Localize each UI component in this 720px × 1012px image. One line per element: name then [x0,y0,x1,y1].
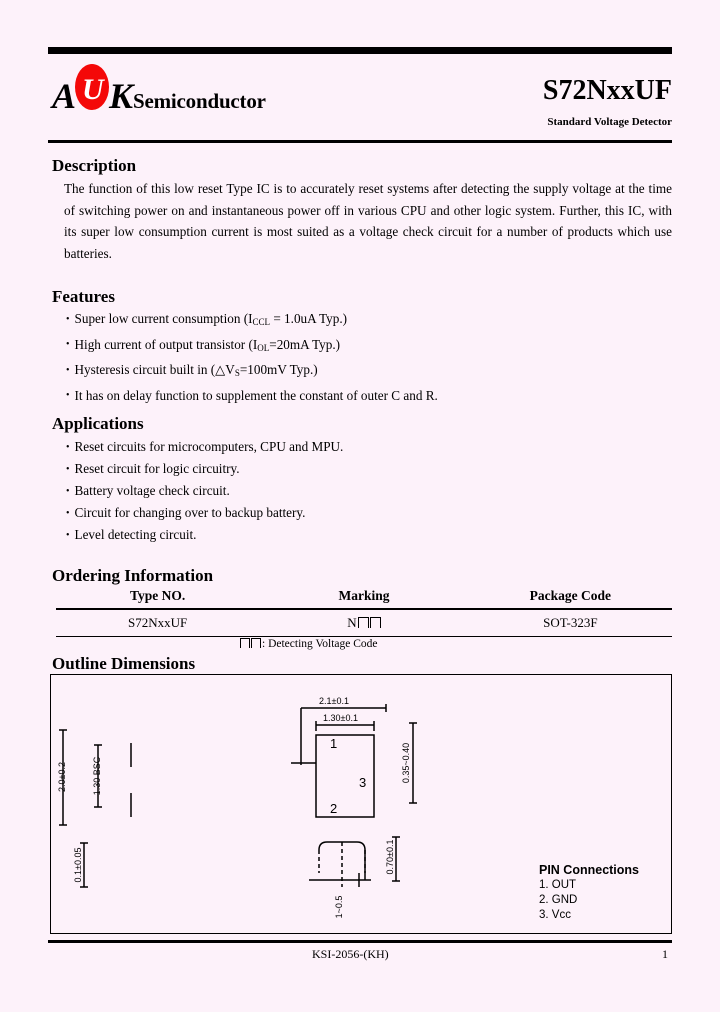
list-item: High current of output transistor (IOL=2… [66,334,438,360]
feature-text-post: =20mA Typ.) [269,336,341,352]
note-box-1 [240,638,250,648]
outline-dimensions-frame: 1 2 3 2.1±0.1 1.30±0.1 2.0±0.2 1.30 BSC … [50,674,672,934]
footer-document-code: KSI-2056-(KH) [312,947,389,961]
feature-text: High current of output transistor (I [74,336,258,352]
description-heading: Description [52,156,137,175]
note-text: : Detecting Voltage Code [262,638,378,650]
logo-letter-k: K [109,76,134,116]
dim-label-right-lead: 0.35~0.40 [401,743,411,783]
pin-connection-item-1: 1. OUT [539,879,577,891]
dim-label-left-height: 2.0±0.2 [57,762,67,792]
column-header-package-code: Package Code [468,586,672,610]
package-body-rect [315,734,375,818]
page-header: A U K Semiconductor S72NxxUF Standard Vo… [48,64,672,132]
package-outline-drawing: 1 2 3 2.1±0.1 1.30±0.1 2.0±0.2 1.30 BSC … [57,696,417,919]
feature-text: Hysteresis circuit built in (△V [74,362,235,377]
dim-label-body-height: 0.70±0.1 [385,840,395,875]
pin-connections-block: PIN Connections 1. OUT 2. GND 3. Vcc [539,863,639,923]
feature-text-post: = 1.0uA Typ.) [270,311,348,326]
features-heading: Features [52,287,115,306]
pin-connections-title: PIN Connections [539,863,640,877]
pin-number-3: 3 [359,775,366,790]
list-item: Level detecting circuit. [66,524,343,546]
list-item: Super low current consumption (ICCL = 1.… [66,308,438,334]
column-header-marking: Marking [259,586,469,610]
applications-heading: Applications [52,414,144,433]
pin-connection-item-2: 2. GND [539,894,578,906]
features-list: Super low current consumption (ICCL = 1.… [66,308,438,407]
side-view-body-outline [318,841,366,880]
feature-text: It has on delay function to supplement t… [74,387,438,403]
feature-text-post: =100mV Typ.) [239,362,318,377]
cell-type-no: S72NxxUF [56,609,260,637]
description-text: The function of this low reset Type IC i… [64,181,672,261]
pin-number-1: 1 [330,736,337,751]
cell-package-code: SOT-323F [468,609,672,637]
logo-red-ellipse [75,64,110,110]
header-top-rule [48,47,672,54]
logo-letter-a: A [52,76,76,116]
list-item: Reset circuit for logic circuitry. [66,458,343,480]
footer-rule [48,940,672,943]
ordering-information-table: Type NO. Marking Package Code S72NxxUF N… [56,586,672,637]
feature-subscript: CCL [252,317,271,327]
logo-letter-u: U [82,73,104,106]
marking-code-box-1 [357,617,369,628]
list-item: Circuit for changing over to backup batt… [66,502,343,524]
marking-prefix: N [347,615,357,630]
footer-page-number: 1 [662,947,668,961]
list-item: Reset circuits for microcomputers, CPU a… [66,436,344,458]
feature-text: Super low current consumption (I [74,311,253,326]
dim-label-lead-pitch: 1~0.5 [334,896,344,919]
list-item: Hysteresis circuit built in (△VS=100mV T… [66,359,438,385]
table-header-row: Type NO. Marking Package Code [56,586,672,610]
pin-connection-item-3: 3. Vcc [539,909,571,921]
logo-wordmark: Semiconductor [133,89,266,113]
list-item: It has on delay function to supplement t… [66,385,438,407]
feature-subscript: S [234,368,240,378]
feature-subscript: OL [257,342,270,353]
column-header-type-no: Type NO. [56,586,260,610]
pin-number-2: 2 [330,801,337,816]
page-subtitle: Standard Voltage Detector [547,116,672,128]
page-title: S72NxxUF [542,75,672,106]
dim-label-top-width: 2.1±0.1 [319,696,349,706]
dim-label-inner-width: 1.30±0.1 [323,713,358,723]
note-box-2 [251,638,261,648]
dim-label-left-bsc: 1.30 BSC [92,756,102,795]
applications-list: Reset circuits for microcomputers, CPU a… [66,436,344,546]
list-item: Battery voltage check circuit. [66,480,343,502]
auk-logo: A U K Semiconductor [52,64,266,116]
logo-letter-u-ellipse: U [75,64,111,110]
table-row: S72NxxUF N SOT-323F [56,609,672,637]
outline-dimensions-heading: Outline Dimensions [52,654,196,673]
marking-note: : Detecting Voltage Code [240,638,378,650]
ordering-information-heading: Ordering Information [52,566,214,585]
marking-code-box-2 [369,617,381,628]
header-bottom-rule [48,140,672,143]
cell-marking: N [259,609,469,637]
dim-label-foot-thickness: 0.1±0.05 [73,848,83,883]
